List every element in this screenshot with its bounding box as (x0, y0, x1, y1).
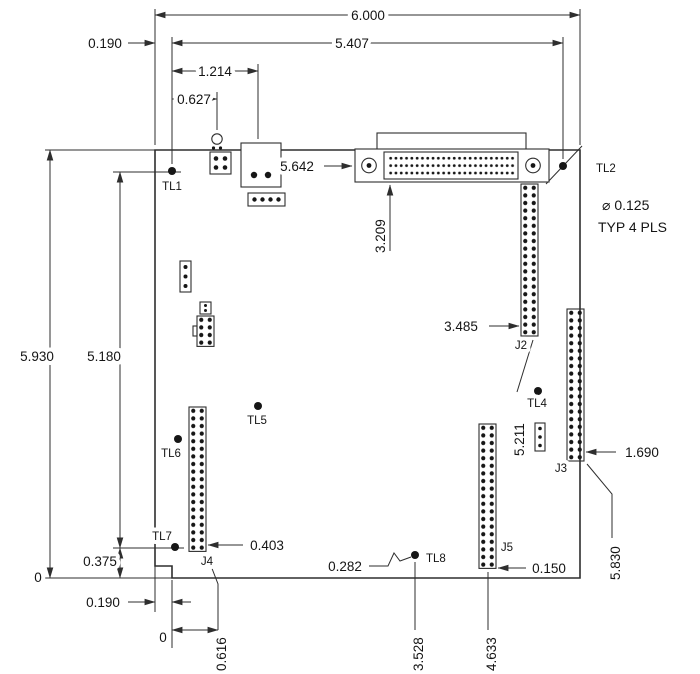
tiny-part (199, 301, 212, 315)
tl8-break-leader (369, 552, 412, 567)
tl5-hole (254, 402, 262, 410)
header-j2 (520, 183, 539, 337)
tl6-hole (174, 435, 182, 443)
j2-leader (516, 339, 534, 393)
dim-1214: 1.214 (198, 64, 232, 79)
dim-3209: 3.209 (373, 219, 388, 253)
j3-leader (586, 463, 613, 538)
header-j5 (478, 423, 497, 569)
tl1-hole (168, 167, 176, 175)
tl4-hole (534, 387, 542, 395)
dim-0616: 0.616 (214, 637, 229, 671)
dim-0375: 0.375 (83, 554, 117, 569)
dim-5642: 5.642 (280, 159, 314, 174)
dimension-labels: 6.000 5.407 0.190 1.214 0.627 5.642 3.48… (16, 4, 671, 674)
dim-3485: 3.485 (444, 319, 478, 334)
dim-0627: 0.627 (177, 92, 211, 107)
ref-tl1: TL1 (162, 181, 182, 193)
dim-0403: 0.403 (250, 538, 284, 553)
dimension-lines (46, 11, 616, 634)
dim-4633: 4.633 (484, 637, 499, 671)
reference-labels: TL1 TL2 TL4 TL5 TL6 TL7 TL8 J2 J3 J4 J5 (148, 159, 620, 572)
ref-j4: J4 (201, 556, 214, 568)
ref-tl4: TL4 (527, 398, 547, 410)
j4-leader (205, 552, 219, 630)
hole-qty-note: TYP 4 PLS (598, 219, 667, 235)
header-j3 (566, 308, 585, 462)
dsub-connector (354, 132, 550, 183)
dim-3528: 3.528 (411, 637, 426, 671)
board-outline (154, 149, 581, 579)
datum-zero-bottom: 0 (159, 630, 167, 645)
ref-tl7: TL7 (152, 531, 172, 543)
hole-diameter-note: ⌀ 0.125 (602, 197, 650, 213)
tl8-hole (411, 551, 419, 559)
dim-5830: 5.830 (608, 546, 623, 580)
dim-6000: 6.000 (351, 8, 385, 23)
dim-5407: 5.407 (335, 36, 369, 51)
mounting-screw-left-center (366, 163, 372, 168)
dim-5180: 5.180 (87, 349, 121, 364)
extension-lines (45, 9, 581, 648)
tl7-hole (171, 543, 179, 551)
header-2x4 (192, 315, 215, 347)
pad-block-2x2 (209, 151, 232, 175)
led (211, 133, 223, 145)
ref-tl5: TL5 (247, 415, 267, 427)
leader-lines (205, 145, 613, 630)
ref-tl6: TL6 (161, 448, 181, 460)
datum-zero-left: 0 (34, 570, 42, 585)
dim-0190-bottom: 0.190 (86, 595, 120, 610)
dim-0282: 0.282 (328, 559, 362, 574)
ref-tl2: TL2 (596, 163, 616, 175)
tl2-hole (559, 162, 567, 170)
dim-5211: 5.211 (512, 423, 527, 456)
dim-5930: 5.930 (20, 349, 54, 364)
ref-j5: J5 (501, 542, 513, 554)
header-4pin (247, 192, 286, 207)
ref-j2: J2 (515, 340, 527, 352)
ref-tl8: TL8 (426, 553, 446, 565)
square-connector (240, 142, 282, 188)
ref-j3: J3 (555, 463, 567, 475)
mounting-screw-right-center (530, 163, 536, 168)
dim-1690: 1.690 (625, 445, 659, 460)
dsub-pinfield (388, 154, 516, 177)
dim-0190-top: 0.190 (88, 36, 122, 51)
dsub-shell (376, 132, 527, 151)
small-parts (179, 133, 546, 452)
header-j4 (188, 406, 207, 552)
test-points (168, 162, 567, 559)
dim-0150: 0.150 (532, 561, 566, 576)
